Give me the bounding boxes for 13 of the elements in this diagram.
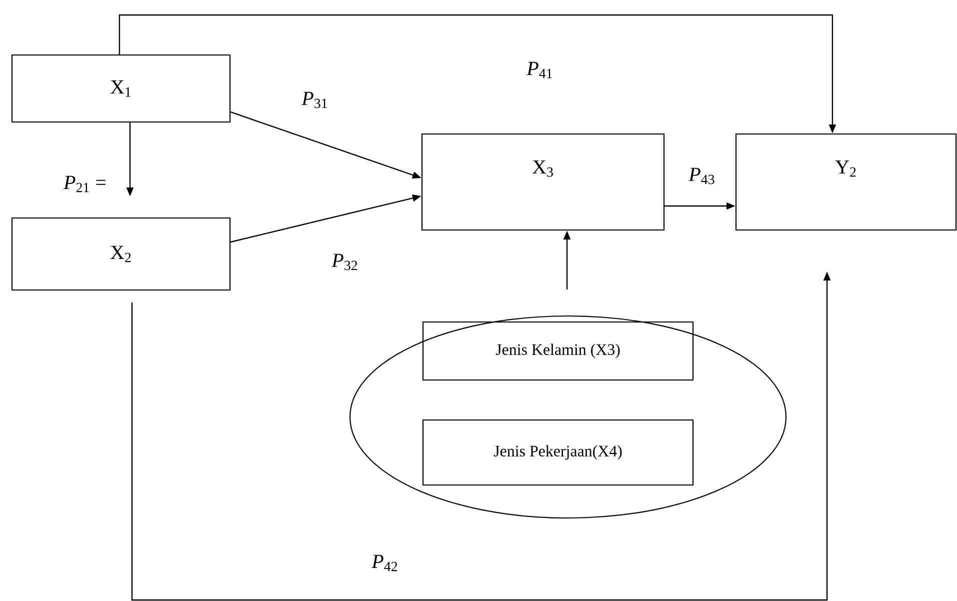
edge-label: P$_{21}$ = xyxy=(63,176,106,192)
edge-label: P$_{41}$ xyxy=(526,62,552,78)
variable-box: Y$_{2}$ xyxy=(735,133,957,231)
variable-box: Jenis Pekerjaan(X4) xyxy=(422,419,694,486)
variable-box: X$_{3}$ xyxy=(421,133,665,231)
edge-label: P$_{43}$ xyxy=(688,168,714,184)
variable-box: X$_{2}$ xyxy=(11,217,231,291)
edge-label: P$_{42}$ xyxy=(372,554,398,572)
edge-label: P$_{31}$ xyxy=(302,92,327,108)
ellipse-group xyxy=(349,315,787,519)
edge-label: P$_{32}$ xyxy=(332,254,358,270)
variable-box: X$_{1}$ xyxy=(11,54,231,123)
variable-box: Jenis Kelamin (X3) xyxy=(422,321,694,381)
